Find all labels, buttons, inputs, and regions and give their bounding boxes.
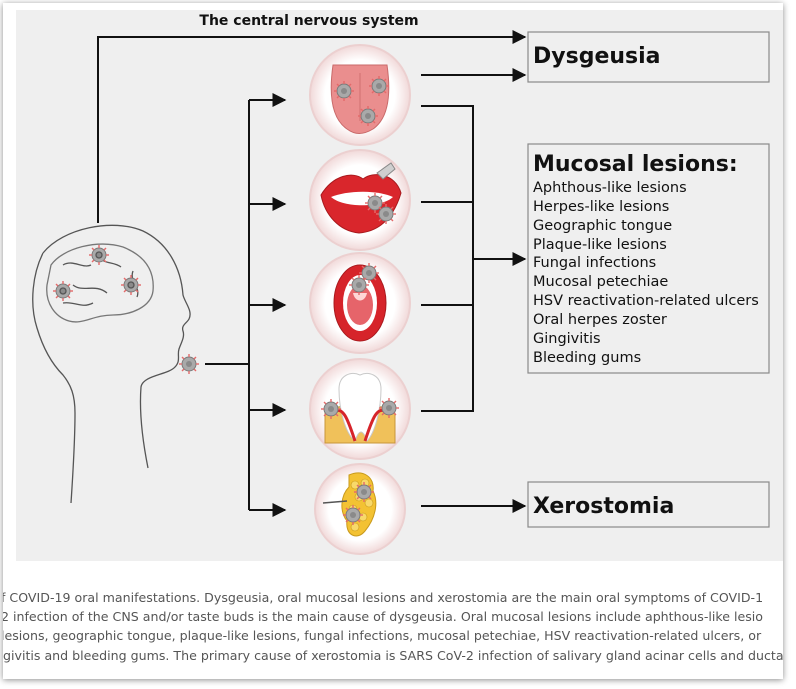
mucosal-item: Geographic tongue bbox=[533, 218, 672, 234]
cns-arrow bbox=[97, 30, 527, 223]
figure-window: The central nervous system bbox=[3, 3, 783, 679]
open-mouth-icon bbox=[309, 252, 411, 354]
mucosal-item: Herpes-like lesions bbox=[533, 199, 669, 215]
mucosal-item: Gingivitis bbox=[533, 331, 601, 347]
mucosal-item: Bleeding gums bbox=[533, 350, 641, 366]
brain-head-icon bbox=[32, 224, 191, 504]
dysgeusia-box: Dysgeusia bbox=[527, 31, 770, 83]
mucosal-item: Oral herpes zoster bbox=[533, 312, 667, 328]
dysgeusia-label: Dysgeusia bbox=[533, 44, 661, 69]
caption-line: lesions, geographic tongue, plaque-like … bbox=[3, 628, 762, 644]
mucosal-lesions-box: Mucosal lesions: Aphthous-like lesions H… bbox=[527, 143, 770, 374]
mucosal-lesions-title: Mucosal lesions: bbox=[533, 152, 738, 177]
xerostomia-box: Xerostomia bbox=[527, 481, 770, 528]
mucosal-item: Plaque-like lesions bbox=[533, 237, 667, 253]
diagram-canvas: The central nervous system bbox=[32, 13, 770, 555]
mucosal-item: Mucosal petechiae bbox=[533, 274, 668, 290]
lips-icon bbox=[309, 149, 411, 251]
tooth-gum-icon bbox=[309, 358, 411, 460]
caption-line: f COVID-19 oral manifestations. Dysgeusi… bbox=[3, 590, 764, 605]
tongue-icon bbox=[309, 44, 411, 146]
outcome-arrows bbox=[421, 68, 527, 513]
cns-label: The central nervous system bbox=[199, 13, 418, 29]
figure-caption: f COVID-19 oral manifestations. Dysgeusi… bbox=[3, 588, 783, 672]
salivary-gland-icon bbox=[314, 463, 406, 555]
mucosal-item: Fungal infections bbox=[533, 255, 656, 271]
caption-line: 2 infection of the CNS and/or taste buds… bbox=[3, 609, 763, 625]
mucosal-item: Aphthous-like lesions bbox=[533, 180, 687, 196]
virus-icon bbox=[178, 353, 200, 375]
caption-line: givitis and bleeding gums. The primary c… bbox=[3, 647, 783, 663]
xerostomia-label: Xerostomia bbox=[533, 494, 674, 519]
mucosal-item: HSV reactivation-related ulcers bbox=[533, 293, 759, 309]
fan-out-arrows bbox=[205, 93, 287, 517]
